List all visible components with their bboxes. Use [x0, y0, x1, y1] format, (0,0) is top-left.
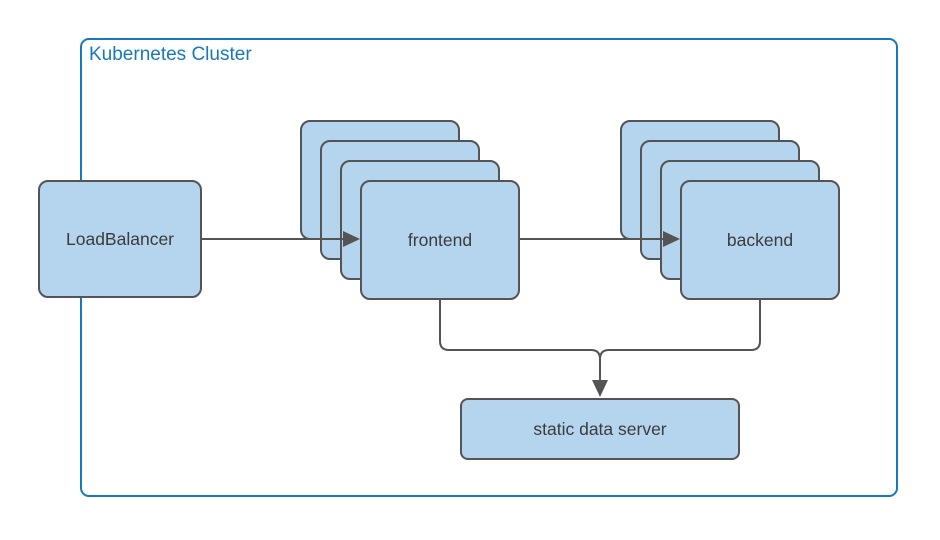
static-data-server-node: static data server: [460, 398, 740, 460]
loadbalancer-label: LoadBalancer: [66, 228, 174, 249]
static-data-server-label: static data server: [533, 418, 667, 439]
frontend-label: frontend: [407, 229, 473, 250]
frontend-node: frontend: [360, 180, 520, 300]
backend-node: backend: [680, 180, 840, 300]
backend-label: backend: [726, 229, 794, 250]
loadbalancer-node: LoadBalancer: [38, 180, 202, 298]
kubernetes-cluster-label: Kubernetes Cluster: [89, 44, 252, 65]
